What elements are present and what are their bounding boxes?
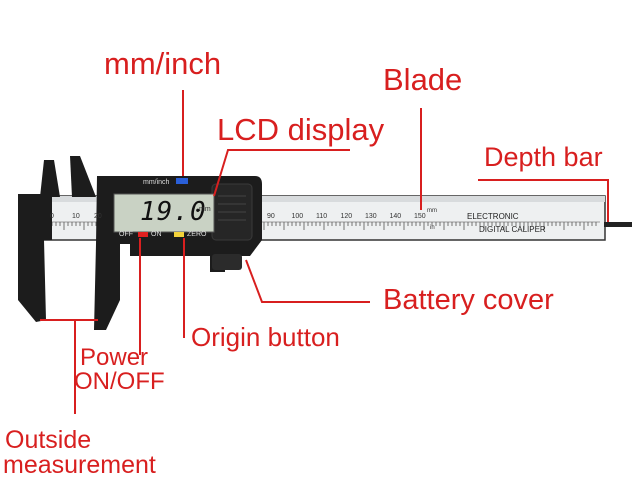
scale-number: 100 [291, 213, 304, 220]
mm-inch-button-label: mm/inch [143, 179, 170, 186]
scale-number: 130 [365, 213, 377, 220]
lcd-screen [113, 193, 215, 233]
scale-number: 0 [50, 213, 54, 220]
slider-body [70, 156, 262, 330]
label-blade: Blade [383, 62, 463, 97]
label-battery-cover: Battery cover [383, 284, 554, 316]
off-label: OFF [119, 231, 133, 238]
lcd-unit: mm [199, 206, 211, 213]
fixed-upper-jaw [40, 160, 60, 197]
lcd-reading: 19.0 [140, 197, 207, 227]
label-power-line1: Power [80, 344, 149, 371]
scale-number: 90 [267, 213, 275, 220]
fixed-jaw [18, 194, 52, 322]
label-outside-measurement: Outside measurement [3, 426, 156, 479]
unit-in-mark: in [430, 225, 435, 231]
scale-number: 20 [94, 213, 102, 220]
label-outside-line2: measurement [3, 451, 156, 479]
scale-number: 110 [316, 213, 328, 220]
zero-button-icon [174, 232, 184, 237]
leader-lines [40, 90, 609, 414]
label-outside-line1: Outside [5, 426, 92, 454]
label-lcd-display: LCD display [217, 112, 385, 147]
scale-number: 150 [414, 213, 426, 220]
label-depth-bar: Depth bar [484, 142, 603, 172]
label-origin-button: Origin button [191, 322, 340, 352]
depth-bar [604, 222, 632, 227]
label-mm-inch: mm/inch [104, 46, 222, 81]
mm-inch-button-icon [176, 178, 188, 184]
label-power-line2: ON/OFF [74, 368, 165, 395]
brand-line-1: ELECTRONIC [467, 212, 519, 221]
label-power: Power ON/OFF [74, 344, 165, 394]
scale-number: 10 [72, 213, 80, 220]
on-button-icon [138, 232, 148, 237]
brand-line-2: DIGITAL CALIPER [479, 225, 546, 234]
on-label: ON [151, 231, 162, 238]
zero-label: ZERO [187, 231, 207, 238]
scale-number: 120 [340, 213, 353, 220]
unit-mm-mark: mm [427, 208, 437, 214]
scale-number: 140 [389, 213, 402, 220]
